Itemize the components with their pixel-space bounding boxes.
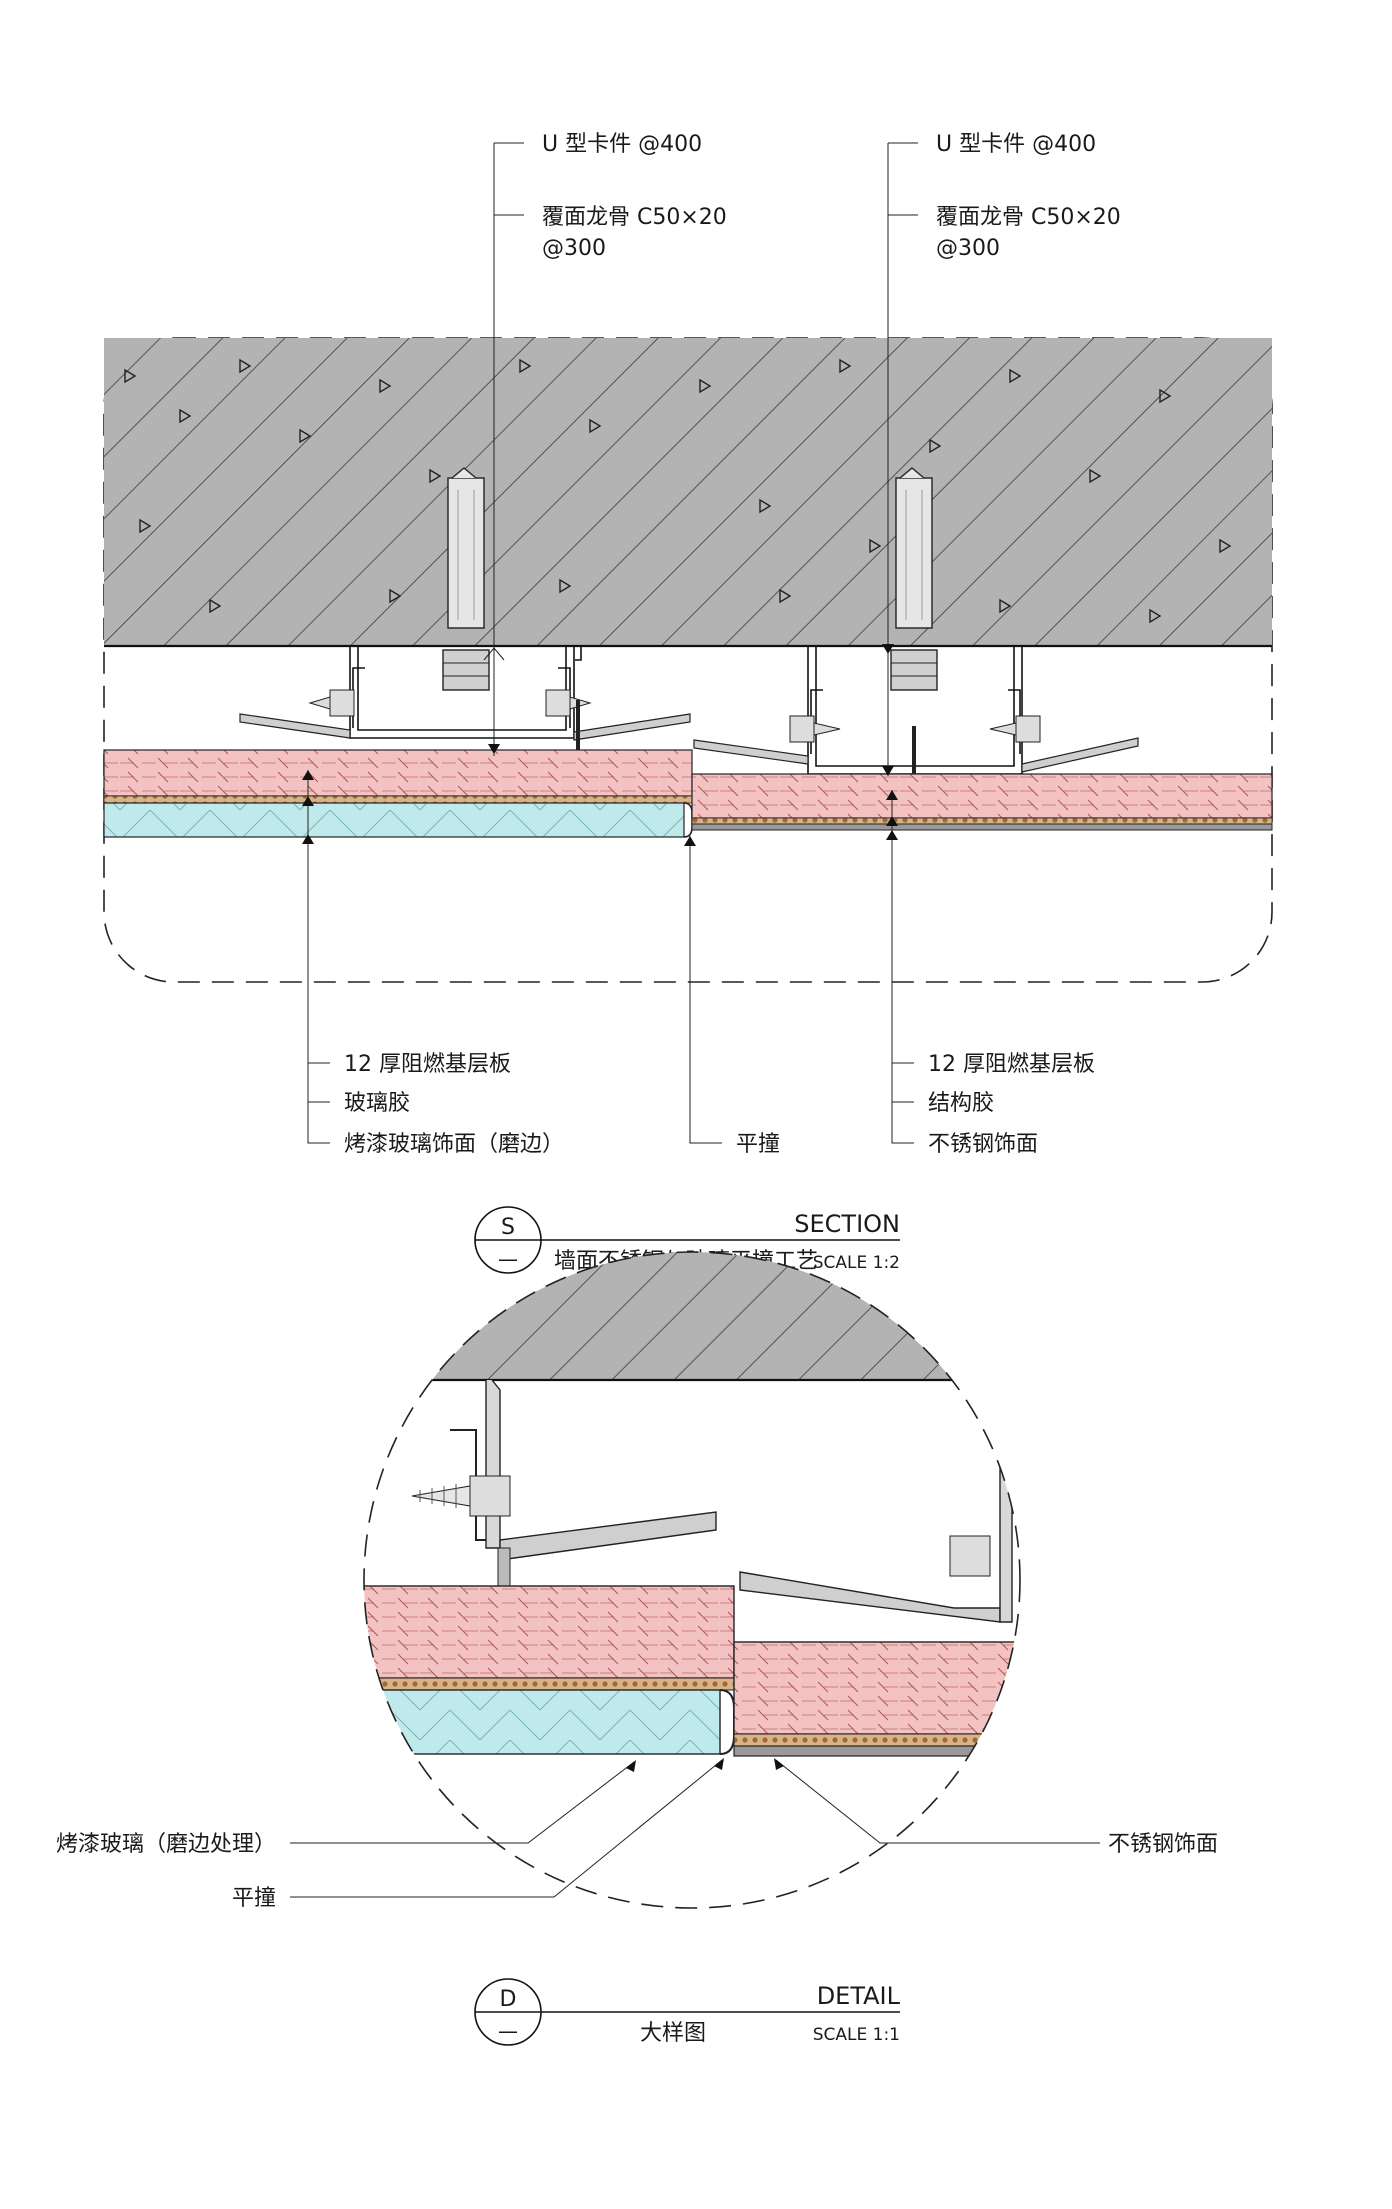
- bottom-leaders: [302, 770, 914, 1144]
- right-steel-label: 不锈钢饰面: [928, 1132, 1038, 1157]
- right-board-label: 12 厚阻燃基层板: [928, 1052, 1095, 1077]
- right-clip-label: U 型卡件 @400: [936, 132, 1096, 157]
- screw-icon: [789, 715, 841, 743]
- detail-leaders: [290, 1758, 1100, 1898]
- section-type: SECTION: [794, 1210, 900, 1238]
- left-board-label: 12 厚阻燃基层板: [344, 1052, 511, 1077]
- left-keel-label-1: 覆面龙骨 C50×20: [542, 205, 727, 230]
- screw-icon: [308, 689, 355, 717]
- detail-scale: SCALE 1:1: [813, 2025, 900, 2045]
- detail-symbol-top: D: [500, 1987, 517, 2012]
- right-glue-label: 结构胶: [928, 1091, 994, 1116]
- screw-icon: [989, 715, 1041, 743]
- left-glass-label: 烤漆玻璃饰面（磨边）: [344, 1132, 564, 1157]
- right-keel-label-1: 覆面龙骨 C50×20: [936, 205, 1121, 230]
- concrete-wall: [104, 338, 1272, 646]
- right-keel-label-2: @300: [936, 236, 1000, 261]
- section-drawing: U 型卡件 @400 覆面龙骨 C50×20 @300 U 型卡件 @400 覆…: [103, 132, 1273, 1157]
- right-base-board: [691, 773, 1273, 819]
- detail-glass-label: 烤漆玻璃（磨边处理）: [56, 1832, 276, 1857]
- section-symbol-bottom: —: [498, 1247, 518, 1271]
- left-painted-glass: [103, 802, 685, 838]
- detail-symbol-bottom: —: [498, 2019, 518, 2043]
- right-stainless-steel: [691, 823, 1273, 831]
- screw-icon: [411, 1475, 511, 1517]
- top-leaders: [483, 142, 918, 776]
- detail-drawing: 烤漆玻璃（磨边处理） 平撞 不锈钢饰面: [56, 1251, 1218, 1911]
- expansion-anchor-icon: [442, 467, 490, 691]
- left-glue-label: 玻璃胶: [344, 1091, 410, 1116]
- screw-icon: [545, 689, 592, 717]
- detail-name: 大样图: [640, 2021, 706, 2046]
- left-keel-label-2: @300: [542, 236, 606, 261]
- butt-joint-label: 平撞: [736, 1132, 780, 1157]
- detail-boundary: [363, 1251, 1021, 1909]
- concrete-aggregate: [124, 358, 1232, 624]
- detail-butt-label: 平撞: [232, 1886, 276, 1911]
- expansion-anchor-icon: [890, 467, 938, 691]
- detail-type: DETAIL: [817, 1982, 901, 2010]
- left-base-board: [103, 749, 693, 797]
- left-clip-label: U 型卡件 @400: [542, 132, 702, 157]
- section-scale: SCALE 1:2: [813, 1253, 900, 1273]
- section-symbol-top: S: [501, 1215, 515, 1240]
- detail-title-block: D — DETAIL 大样图 SCALE 1:1: [474, 1978, 901, 2046]
- left-glass-glue: [103, 795, 693, 804]
- screw-icon: [949, 1535, 991, 1577]
- right-structural-glue: [691, 817, 1273, 825]
- detail-steel-label: 不锈钢饰面: [1108, 1832, 1218, 1857]
